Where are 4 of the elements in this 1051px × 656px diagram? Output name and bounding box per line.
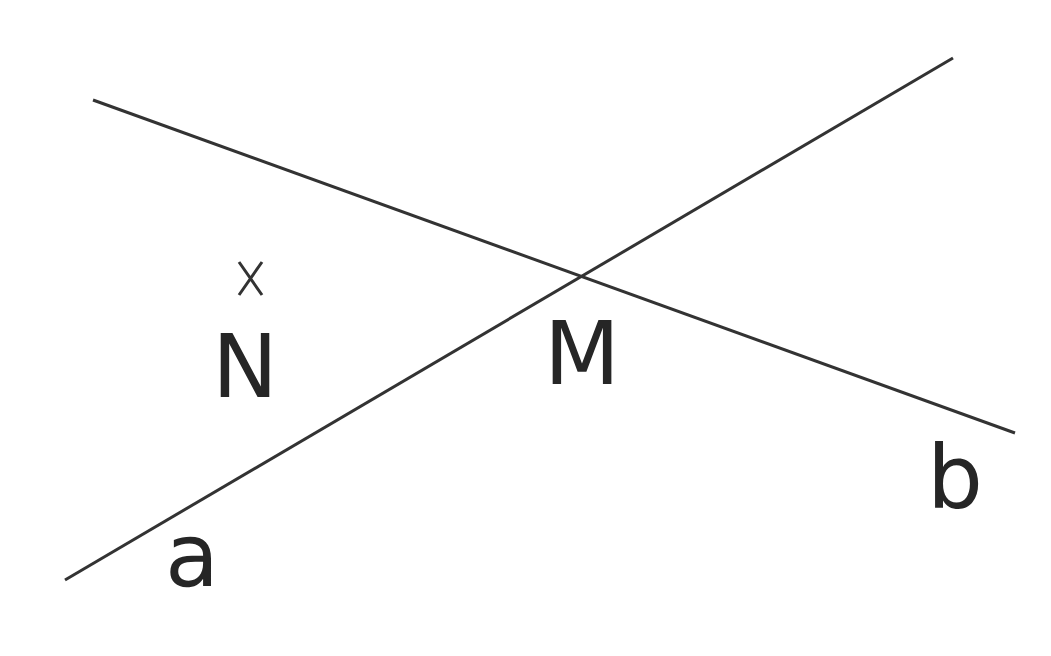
- point-label: M: [552, 319, 612, 385]
- point-label: a: [170, 536, 211, 588]
- point-label: b: [935, 440, 979, 510]
- point-label: N: [220, 332, 270, 398]
